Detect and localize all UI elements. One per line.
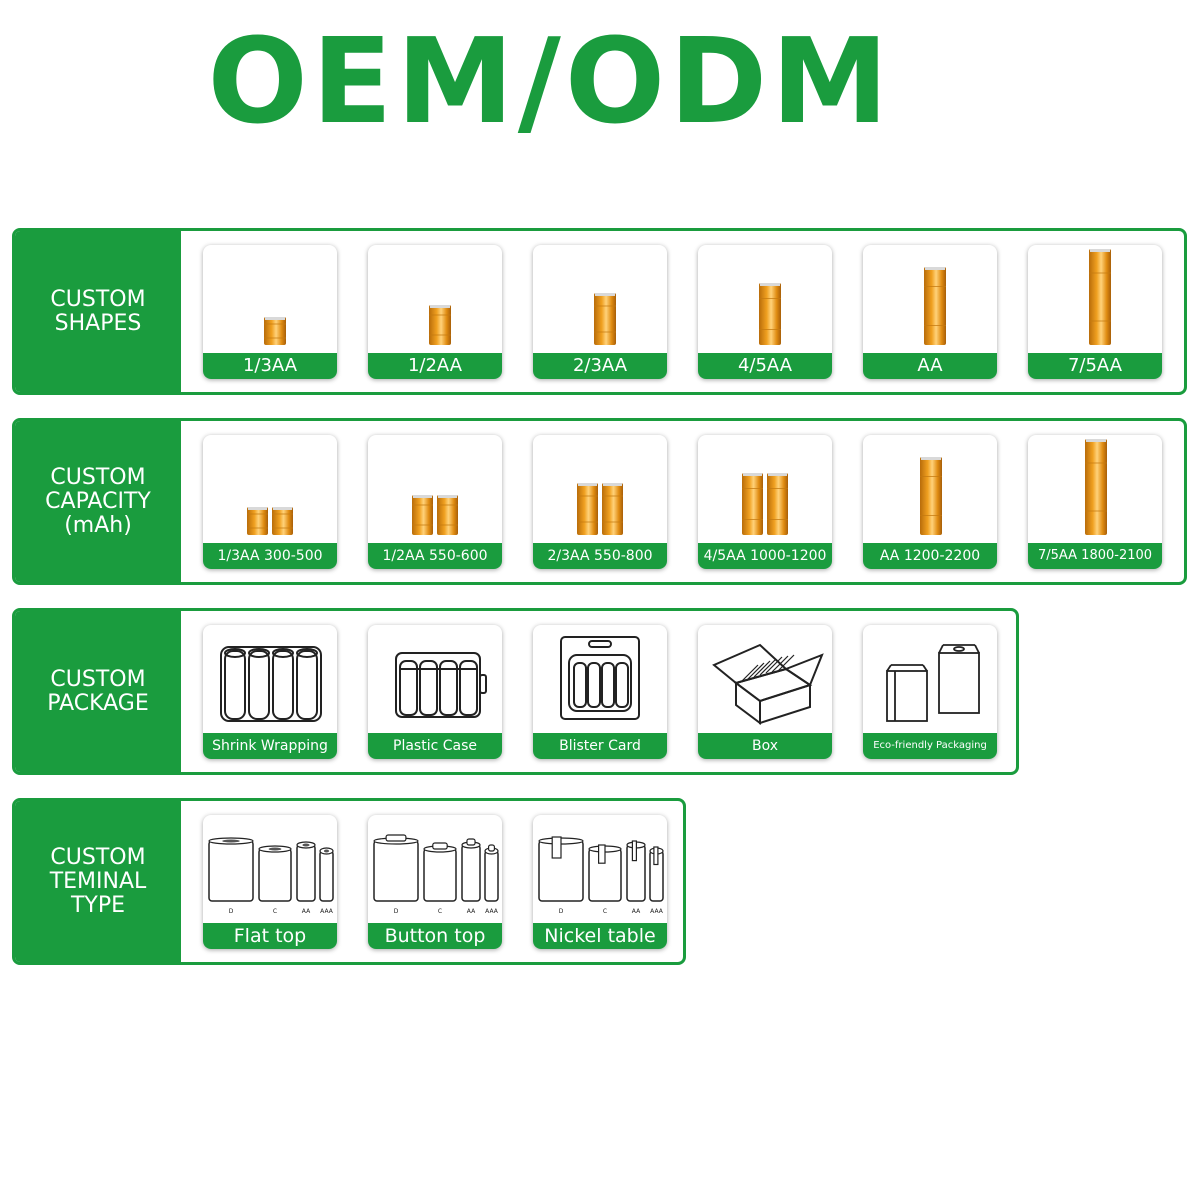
card-capacity-4-5aa[interactable]: 4/5AA 1000-1200 [698,435,832,569]
size-label: AAA [320,908,334,915]
battery-pair-icon [577,483,623,535]
card-box[interactable]: Box [698,625,832,759]
battery-icon [1089,249,1111,345]
battery-pair-icon [742,473,788,535]
battery-icon [924,267,946,345]
size-label: AA [302,908,311,915]
shrink-wrap-icon [220,646,322,722]
size-label: AAA [650,908,664,915]
battery-icon [264,317,286,345]
section-custom-capacity: CUSTOM CAPACITY (mAh) 1/3AA 300-500 1/2A… [12,418,1187,585]
size-label: C [273,908,277,915]
battery-icon [759,283,781,345]
card-capacity-1-3aa[interactable]: 1/3AA 300-500 [203,435,337,569]
battery-pair-icon [247,507,293,535]
blister-card-icon [560,636,640,720]
eco-box-icon [886,644,980,722]
battery-icon [920,457,942,535]
box-icon [712,643,824,725]
size-label: D [229,908,234,915]
size-label: AAA [485,908,499,915]
card-capacity-aa[interactable]: AA 1200-2200 [863,435,997,569]
plastic-case-icon [395,652,487,718]
card-shape-1-3aa[interactable]: 1/3AA [203,245,337,379]
card-shape-2-3aa[interactable]: 2/3AA [533,245,667,379]
card-capacity-1-2aa[interactable]: 1/2AA 550-600 [368,435,502,569]
page-title: OEM/ODM [207,12,893,150]
section-label: CUSTOM PACKAGE [15,611,181,772]
card-capacity-7-5aa[interactable]: 7/5AA 1800-2100 [1028,435,1162,569]
section-label: CUSTOM SHAPES [15,231,181,392]
card-shape-7-5aa[interactable]: 7/5AA [1028,245,1162,379]
card-plastic-case[interactable]: Plastic Case [368,625,502,759]
section-label: CUSTOM TEMINAL TYPE [15,801,181,962]
battery-icon [429,305,451,345]
card-shape-4-5aa[interactable]: 4/5AA [698,245,832,379]
size-label: C [603,908,607,915]
size-label: D [394,908,399,915]
battery-icon [1085,439,1107,535]
size-label: C [438,908,442,915]
section-custom-package: CUSTOM PACKAGE Shrink Wrapping Plastic C… [12,608,1019,775]
size-label: D [559,908,564,915]
card-eco-packaging[interactable]: Eco-friendly Packaging [863,625,997,759]
size-label: AA [632,908,641,915]
section-label: CUSTOM CAPACITY (mAh) [15,421,181,582]
card-shrink-wrapping[interactable]: Shrink Wrapping [203,625,337,759]
battery-pair-icon [412,495,458,535]
battery-icon [594,293,616,345]
section-custom-shapes: CUSTOM SHAPES 1/3AA 1/2AA 2/3AA 4/5AA [12,228,1187,395]
card-capacity-2-3aa[interactable]: 2/3AA 550-800 [533,435,667,569]
card-shape-1-2aa[interactable]: 1/2AA [368,245,502,379]
card-shape-aa[interactable]: AA [863,245,997,379]
card-blister-card[interactable]: Blister Card [533,625,667,759]
size-label: AA [467,908,476,915]
